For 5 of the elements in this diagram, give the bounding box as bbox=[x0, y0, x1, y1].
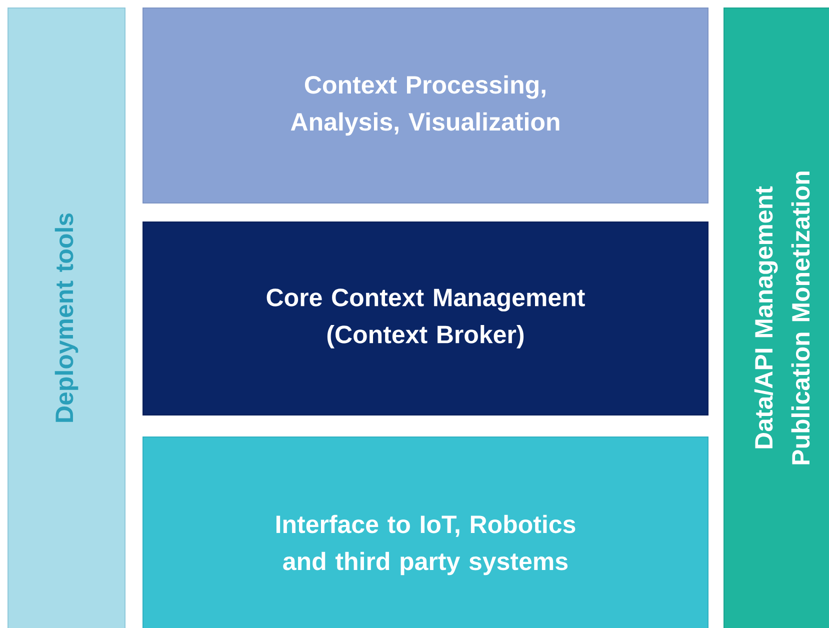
layer-box: Core Context Management (Context Broker) bbox=[142, 222, 708, 416]
layer-box: Context Processing, Analysis, Visualization bbox=[142, 8, 708, 204]
layer-box: Interface to IoT, Robotics and third party systems bbox=[142, 436, 708, 628]
side-bar: Deployment tools bbox=[8, 8, 126, 628]
side-bar: Data/API Management Publication Monetization bbox=[724, 8, 829, 628]
